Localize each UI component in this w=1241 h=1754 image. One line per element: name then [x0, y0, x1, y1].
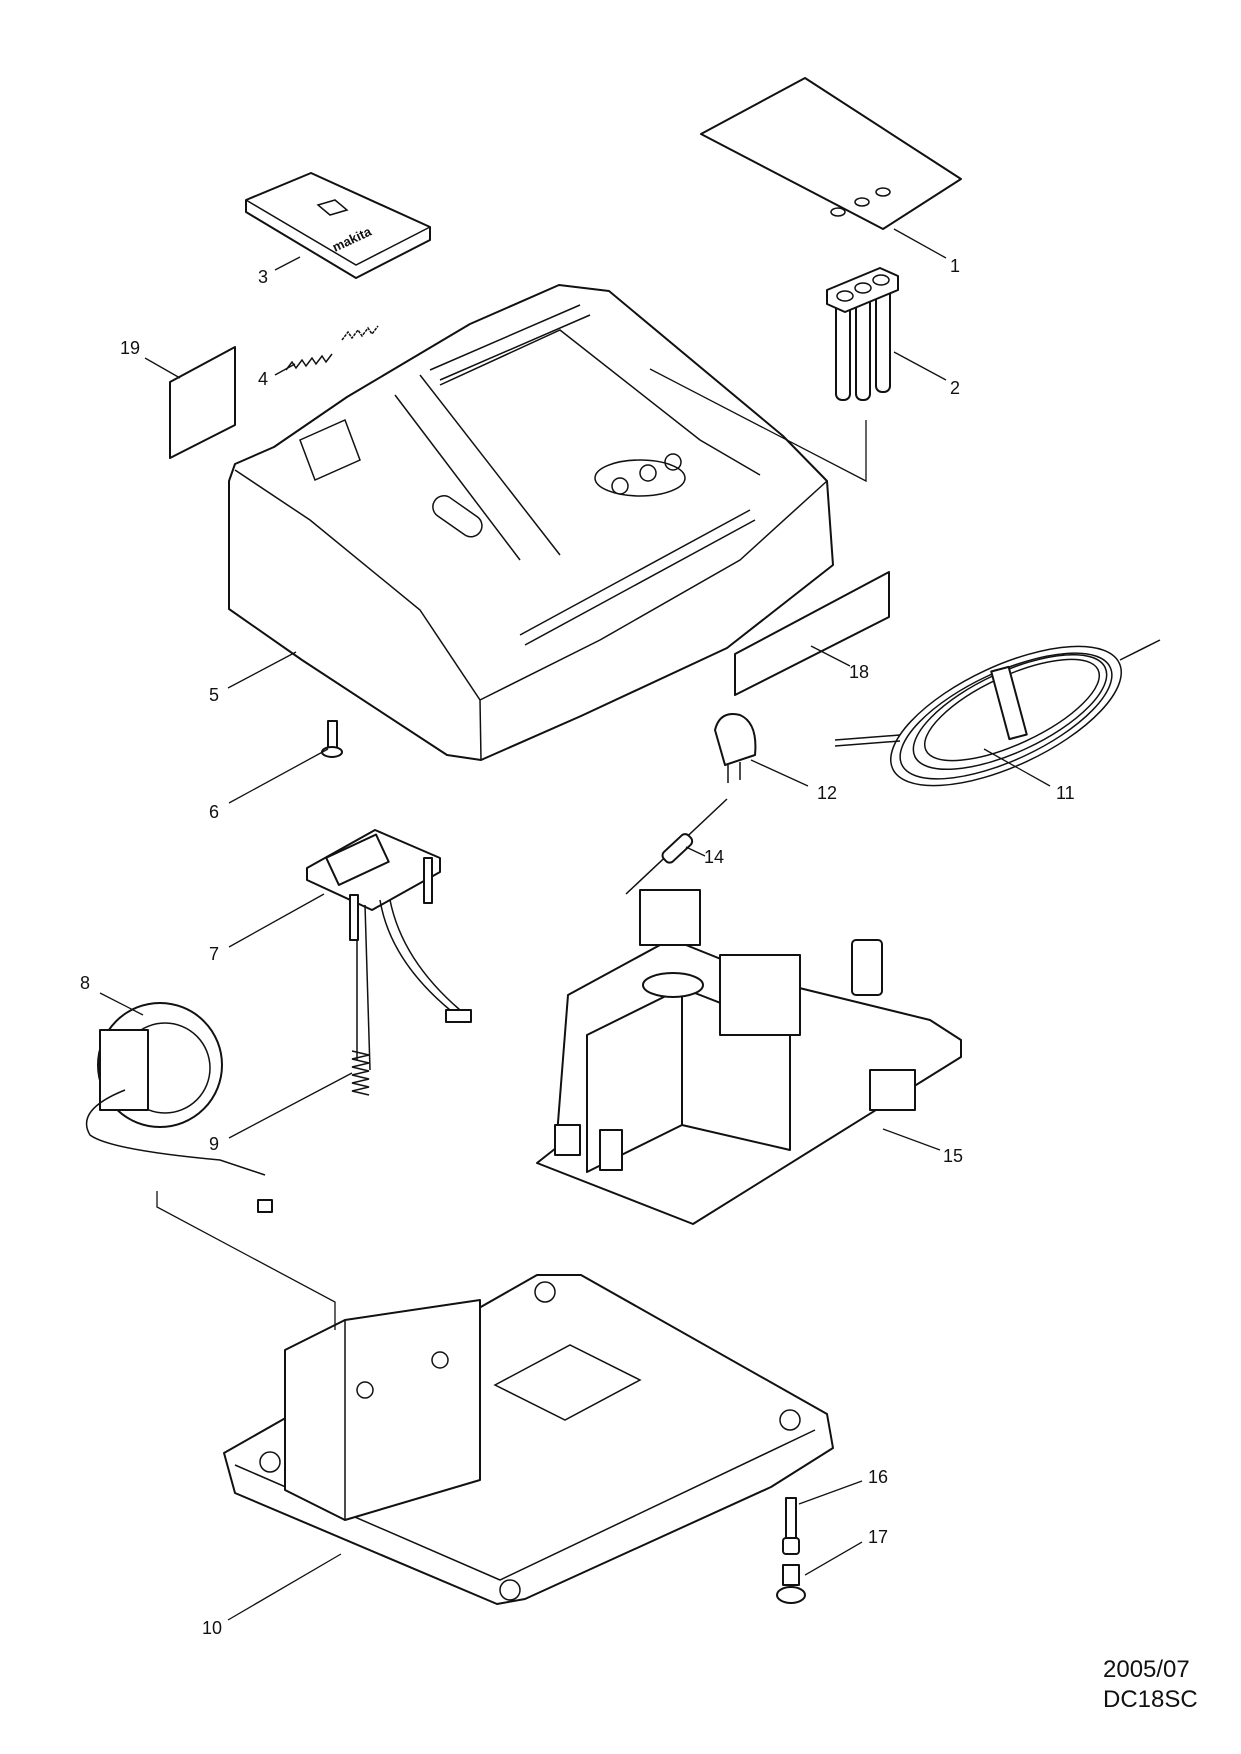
label-part-3: 3	[258, 267, 268, 287]
label-part-4: 4	[258, 369, 268, 389]
label-part-7: 7	[209, 944, 219, 964]
part-11-power-cord	[834, 639, 1161, 787]
part-2-light-pipe	[826, 267, 899, 401]
label-part-1: 1	[950, 256, 960, 276]
part-3-makita-cover: makita	[245, 172, 431, 279]
part-17-foot	[776, 1564, 806, 1604]
footer-date: 2005/07	[1103, 1656, 1190, 1683]
part-7-terminal	[306, 829, 472, 1071]
part-16-screw	[782, 1497, 800, 1555]
part-6-screw	[321, 720, 343, 758]
part-14-fuse	[625, 798, 728, 895]
part-19-sheet	[169, 346, 236, 459]
label-part-11: 11	[1056, 783, 1075, 803]
part-15-pcb	[536, 889, 962, 1225]
label-part-16: 16	[868, 1467, 888, 1487]
part-5-housing	[228, 284, 834, 761]
label-part-19: 19	[120, 338, 140, 358]
footer: 2005/07 DC18SC	[1103, 1655, 1198, 1715]
part-1-label-sheet	[700, 77, 962, 230]
label-part-9: 9	[209, 1134, 219, 1154]
part-10-base	[223, 1274, 834, 1605]
footer-model: DC18SC	[1103, 1686, 1198, 1713]
label-part-18: 18	[849, 662, 869, 682]
label-part-6: 6	[209, 802, 219, 822]
part-9-spring	[351, 1050, 370, 1096]
label-part-2: 2	[950, 378, 960, 398]
part-18-label	[734, 571, 890, 696]
label-part-12: 12	[817, 783, 837, 803]
label-part-8: 8	[80, 973, 90, 993]
part-12-component	[714, 713, 757, 783]
part-4-springs	[285, 325, 379, 371]
label-part-5: 5	[209, 685, 219, 705]
leader-lines	[99, 228, 1051, 1621]
part-8-fan	[85, 1002, 273, 1213]
label-part-15: 15	[943, 1146, 963, 1166]
label-part-14: 14	[704, 847, 724, 867]
part-labels: 1 2 3 4 5 6 7 8 9 10 11 12 14 15 16 17 1…	[80, 256, 1075, 1638]
label-part-10: 10	[202, 1618, 222, 1638]
label-part-17: 17	[868, 1527, 888, 1547]
